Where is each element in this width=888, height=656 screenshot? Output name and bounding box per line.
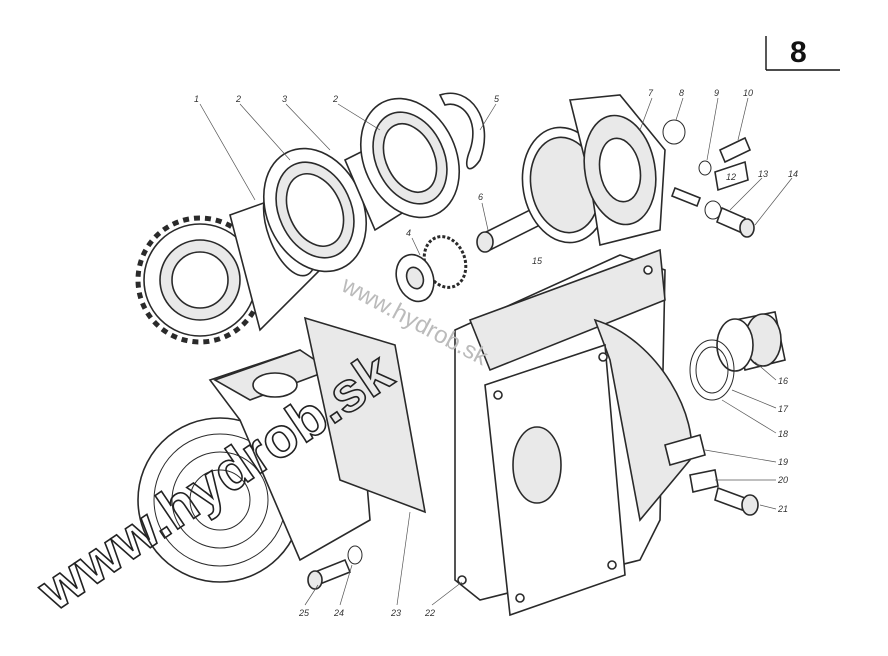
part-bolt-25 bbox=[307, 558, 352, 590]
callout-10: 10 bbox=[743, 88, 753, 98]
callout-19: 19 bbox=[778, 457, 788, 467]
leader-lines bbox=[199, 97, 793, 606]
part-gasket bbox=[303, 316, 427, 514]
callout-22: 22 bbox=[424, 608, 435, 618]
callout-13: 13 bbox=[758, 169, 768, 179]
part-bearing-front bbox=[262, 147, 368, 273]
callout-labels: 1 2 3 2 5 4 6 15 7 8 9 10 12 13 14 16 17… bbox=[194, 88, 798, 618]
callout-5: 5 bbox=[494, 94, 500, 104]
page-number-box: 8 bbox=[765, 36, 840, 71]
callout-9: 9 bbox=[714, 88, 719, 98]
part-spring-ring bbox=[689, 339, 735, 401]
callout-18: 18 bbox=[778, 429, 788, 439]
part-cover-flange bbox=[568, 94, 666, 246]
part-snap-ring bbox=[438, 92, 486, 170]
part-pin bbox=[670, 186, 702, 208]
part-o-ring bbox=[662, 119, 686, 145]
part-bolt-10 bbox=[718, 136, 752, 164]
callout-2b: 2 bbox=[332, 94, 338, 104]
part-bolt-14 bbox=[715, 206, 755, 238]
part-bearing-rear bbox=[359, 97, 461, 219]
callout-12: 12 bbox=[726, 172, 736, 182]
part-clamp bbox=[664, 434, 759, 516]
callout-16: 16 bbox=[778, 376, 788, 386]
callout-15: 15 bbox=[532, 256, 543, 266]
page-number: 8 bbox=[790, 36, 807, 69]
callout-7: 7 bbox=[648, 88, 654, 98]
callout-24: 24 bbox=[333, 608, 344, 618]
callout-3: 3 bbox=[282, 94, 287, 104]
callout-14: 14 bbox=[788, 169, 798, 179]
callout-2a: 2 bbox=[235, 94, 241, 104]
callout-6: 6 bbox=[478, 192, 483, 202]
callout-4: 4 bbox=[406, 228, 411, 238]
callout-20: 20 bbox=[777, 475, 788, 485]
callout-25: 25 bbox=[298, 608, 310, 618]
part-washer-small bbox=[698, 160, 712, 176]
part-washer-24 bbox=[347, 545, 363, 565]
callout-8: 8 bbox=[679, 88, 684, 98]
callout-1: 1 bbox=[194, 94, 199, 104]
callout-17: 17 bbox=[778, 404, 789, 414]
callout-23: 23 bbox=[390, 608, 401, 618]
part-plate-12 bbox=[714, 160, 749, 192]
callout-21: 21 bbox=[777, 504, 788, 514]
part-small-gear bbox=[395, 235, 468, 303]
part-housing bbox=[454, 248, 693, 617]
